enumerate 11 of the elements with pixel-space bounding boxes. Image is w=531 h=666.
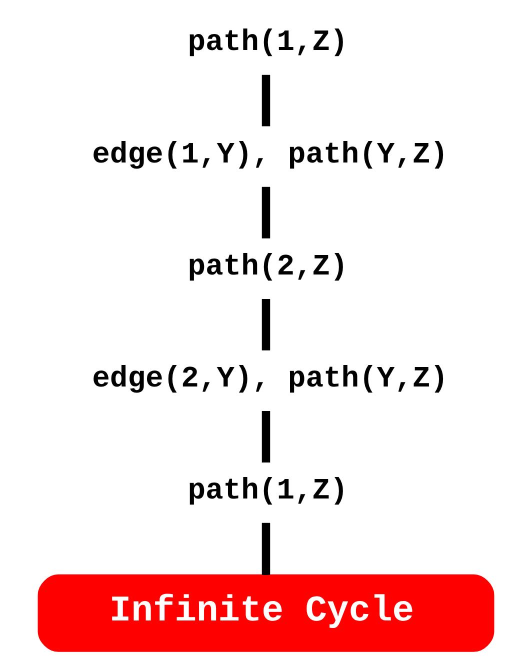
connector bbox=[261, 522, 270, 575]
connector bbox=[261, 411, 270, 462]
node-text: path(1,Z) bbox=[187, 473, 348, 508]
node-text: path(1,Z) bbox=[187, 25, 348, 60]
connector bbox=[261, 74, 270, 126]
connector bbox=[261, 186, 270, 238]
node-text: edge(1,Y), path(Y,Z) bbox=[92, 137, 448, 172]
node-box: Infinite Cycle bbox=[37, 574, 494, 652]
node-text: edge(2,Y), path(Y,Z) bbox=[92, 361, 448, 396]
connector bbox=[261, 298, 270, 350]
node-text: path(2,Z) bbox=[187, 249, 348, 284]
